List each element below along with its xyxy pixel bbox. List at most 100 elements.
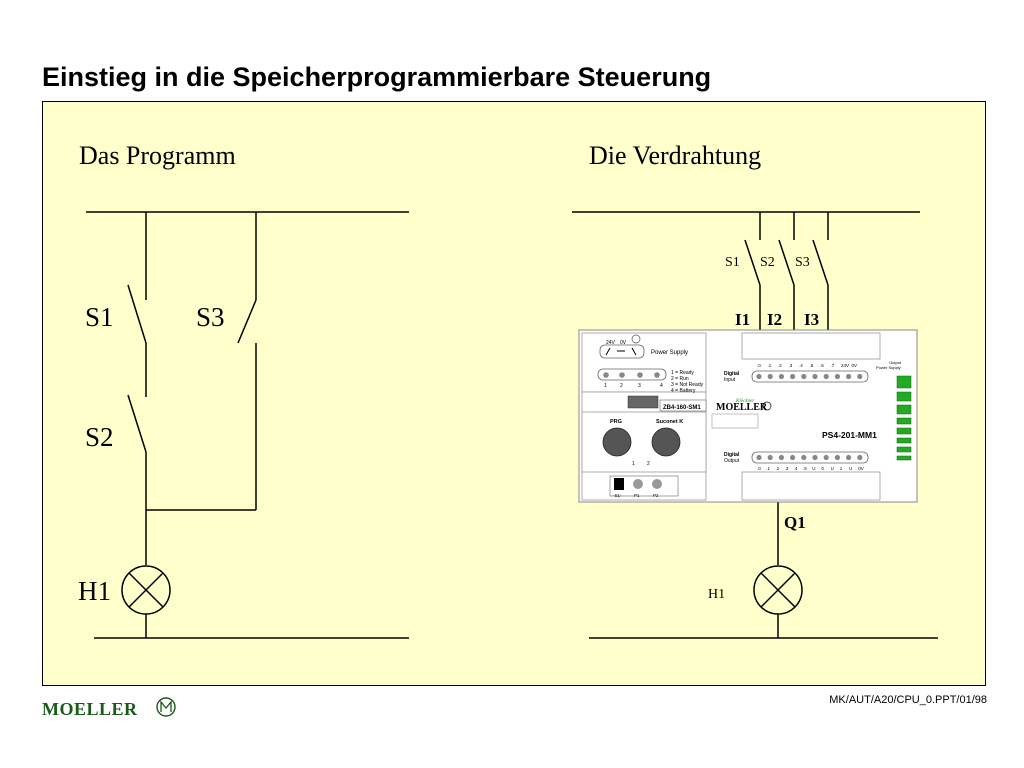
- plc-input-led-2: [778, 373, 785, 380]
- plc-output-led-3: [790, 454, 796, 461]
- plc-output-term-1: .1: [766, 466, 770, 471]
- plc-status-2: 2 = Run: [671, 376, 689, 382]
- switch-s3: [812, 239, 829, 286]
- plc-input-led-8: [846, 373, 852, 380]
- slide-title: Einstieg in die Speicherprogrammierbare …: [42, 62, 712, 92]
- input-label-i1: I1: [735, 310, 750, 329]
- plc-brand: MOELLER: [716, 402, 768, 413]
- plc-output-led-8: [846, 454, 852, 461]
- plc-output-term-9: 1: [840, 466, 843, 471]
- plc-digital-output-1: Digital: [724, 452, 740, 458]
- plc-input-led-3: [790, 373, 796, 380]
- logo-emblem-icon: [156, 697, 176, 717]
- plc-output-term-7: 0: [821, 466, 824, 471]
- plc-24v: 24V: [606, 340, 616, 346]
- plc-input-led-9: [857, 373, 863, 380]
- plc-input-led-0: [756, 373, 762, 380]
- plc-output-term-2: .2: [775, 466, 779, 471]
- plc-power-label: Power Supply: [651, 350, 688, 356]
- earth-icon: [631, 334, 641, 344]
- plc-led-2: 2: [620, 383, 623, 389]
- contact-s3: [237, 299, 257, 344]
- plc-output-term-11: 0V: [858, 466, 864, 471]
- plc-output-term-10: U: [849, 466, 852, 471]
- plc-status-4: 4 = Battery: [671, 388, 696, 394]
- label-s3: S3: [196, 302, 225, 332]
- plc-switch-p2: P2: [653, 493, 659, 498]
- input-label-i3: I3: [804, 310, 819, 329]
- contact-s1: [127, 284, 147, 344]
- plc-input-term-8: 24V: [841, 363, 849, 368]
- plc-output-led-5: [812, 454, 818, 461]
- plc-output-led-0: [756, 454, 762, 461]
- plc-input-term-7: .7: [831, 363, 835, 368]
- plc-output-supply-2: Power Supply: [876, 365, 901, 370]
- plc-output-term-5: .5: [803, 466, 807, 471]
- plc-input-term-0: .0: [757, 363, 761, 368]
- switch-s1: [744, 239, 761, 286]
- heading-program: Das Programm: [79, 141, 236, 170]
- label-h1: H1: [78, 576, 111, 606]
- switch-label-s2: S2: [760, 255, 775, 270]
- plc-input-term-5: .5: [810, 363, 814, 368]
- output-led-column: [896, 375, 912, 461]
- moeller-emblem-icon: [762, 401, 772, 411]
- suconet-connector-icon: [651, 427, 681, 457]
- plc-switch-p1: P1: [634, 493, 640, 498]
- switch-label-s3: S3: [795, 255, 810, 270]
- contact-s2: [127, 394, 147, 453]
- logo-wordmark: MOELLER: [42, 699, 138, 719]
- plc-output-led-2: [778, 454, 785, 461]
- plc-suconet: Suconet K: [656, 419, 683, 425]
- plc-status-3: 3 = Not Ready: [671, 382, 704, 388]
- plc-output-led-1: [767, 454, 773, 461]
- plc-module-name: ZB4-160-SM1: [663, 405, 701, 411]
- plc-output-led-4: [801, 454, 807, 461]
- plc-led-4: 4: [660, 383, 663, 389]
- plc-input-term-6: .6: [820, 363, 824, 368]
- plc-output-supply-1: Output: [889, 360, 902, 365]
- plc-output-term-4: .4: [794, 466, 798, 471]
- switch-label-s1: S1: [725, 255, 740, 270]
- plc-input-term-3: .3: [789, 363, 793, 368]
- plc-led-1: 1: [604, 383, 607, 389]
- plc-input-term-1: .1: [768, 363, 772, 368]
- heading-wiring: Die Verdrahtung: [589, 141, 761, 170]
- output-label-q1: Q1: [784, 513, 806, 532]
- plc-led-3: 3: [638, 383, 641, 389]
- plc-input-term-4: .4: [799, 363, 803, 368]
- plc-conn-1: 1: [632, 461, 635, 467]
- plc-prg: PRG: [610, 419, 622, 425]
- plc-output-led-6: [823, 454, 829, 461]
- plc-input-led-5: [812, 373, 818, 380]
- lamp-label-h1: H1: [708, 587, 725, 602]
- plc-input-term-2: .2: [778, 363, 782, 368]
- plc-module: 24V 0V Power Supply 1 2 3 4 1 = Ready 2 …: [578, 329, 918, 503]
- input-label-i2: I2: [767, 310, 782, 329]
- plc-input-led-7: [834, 373, 841, 380]
- plc-output-term-8: U: [831, 466, 834, 471]
- moeller-logo: MOELLER: [42, 694, 182, 725]
- plc-digital-input-2: Input: [724, 377, 736, 383]
- plc-switch-s1: -S1-: [613, 493, 622, 498]
- plc-digital-output-2: Output: [724, 458, 740, 464]
- plc-input-term-9: 0V: [852, 363, 858, 368]
- plc-input-led-6: [823, 373, 829, 380]
- footer-reference: MK/AUT/A20/CPU_0.PPT/01/98: [829, 694, 987, 706]
- label-s2: S2: [85, 422, 114, 452]
- plc-status-1: 1 = Ready: [671, 370, 694, 376]
- switch-s2: [778, 239, 795, 286]
- plc-output-term-6: U: [812, 466, 815, 471]
- plc-conn-2: 2: [647, 461, 650, 467]
- plc-input-led-1: [767, 373, 773, 380]
- plc-output-term-3: .3: [785, 466, 789, 471]
- plc-output-led-9: [857, 454, 863, 461]
- ladder-program: [86, 211, 409, 639]
- wiring: [572, 211, 938, 639]
- plc-output-led-7: [834, 454, 841, 461]
- plc-input-led-4: [801, 373, 807, 380]
- label-s1: S1: [85, 302, 114, 332]
- plc-digital-input-1: Digital: [724, 371, 740, 377]
- plc-0v: 0V: [620, 340, 627, 346]
- plc-output-term-0: .0: [757, 466, 761, 471]
